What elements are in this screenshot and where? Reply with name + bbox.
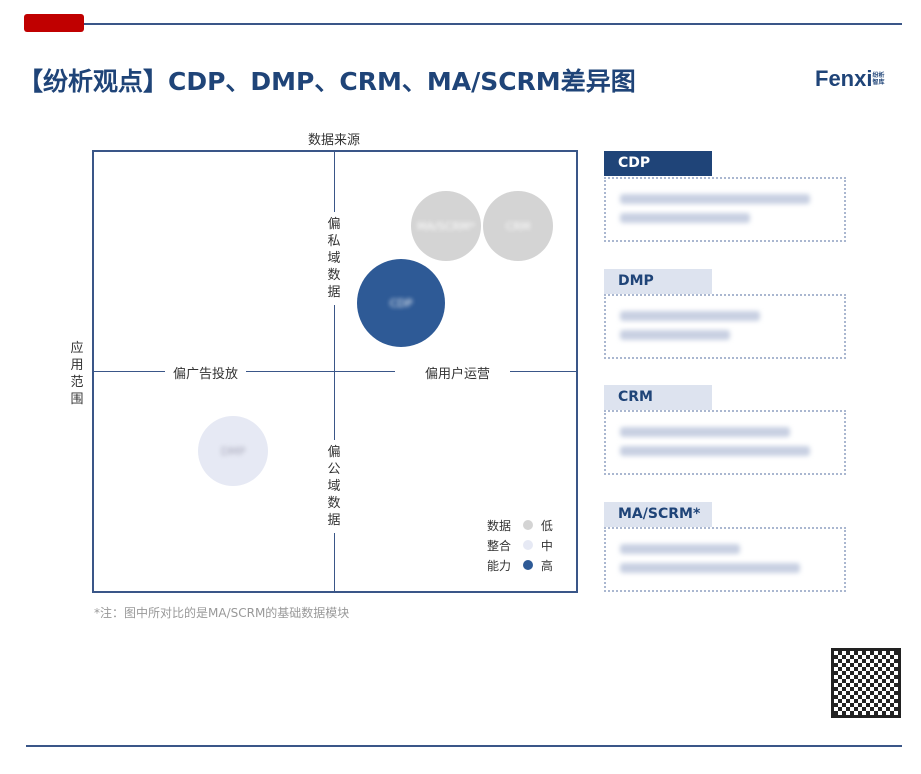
page-title: 【纷析观点】CDP、DMP、CRM、MA/SCRM差异图	[18, 67, 636, 96]
top-label: 数据来源	[308, 129, 361, 148]
axis-right: 偏用户运营	[395, 363, 511, 382]
bubble-cdp: CDP	[357, 259, 445, 347]
axis-left: 偏广告投放	[165, 363, 247, 382]
panel-title-dmp: DMP	[604, 269, 712, 294]
panel-title-cdp: CDP	[604, 151, 712, 176]
legend: 数据 低 整合 中 能力 高	[487, 519, 553, 573]
bubble-crm: CRM	[483, 191, 553, 261]
axis-lower: 偏公域数据	[327, 440, 341, 533]
axis-upper: 偏私域数据	[327, 212, 341, 305]
panel-body-cdp	[604, 177, 846, 242]
bubble-ma-scrm: MA/SCRM*	[411, 191, 481, 261]
accent-bar	[24, 14, 84, 32]
top-divider	[84, 23, 902, 25]
panel-title-ma-scrm: MA/SCRM*	[604, 502, 712, 527]
bottom-divider	[26, 745, 902, 747]
qr-code	[831, 648, 901, 718]
footnote: *注：图中所对比的是MA/SCRM的基础数据模块	[94, 606, 350, 620]
logo: Fenxi纷析智库	[815, 66, 885, 91]
panel-body-ma-scrm	[604, 527, 846, 592]
panel-body-dmp	[604, 294, 846, 359]
panel-body-crm	[604, 410, 846, 475]
panel-title-crm: CRM	[604, 385, 712, 410]
bubble-dmp: DMP	[198, 416, 268, 486]
left-label: 应用范围	[70, 340, 84, 408]
horizontal-axis	[92, 371, 578, 372]
